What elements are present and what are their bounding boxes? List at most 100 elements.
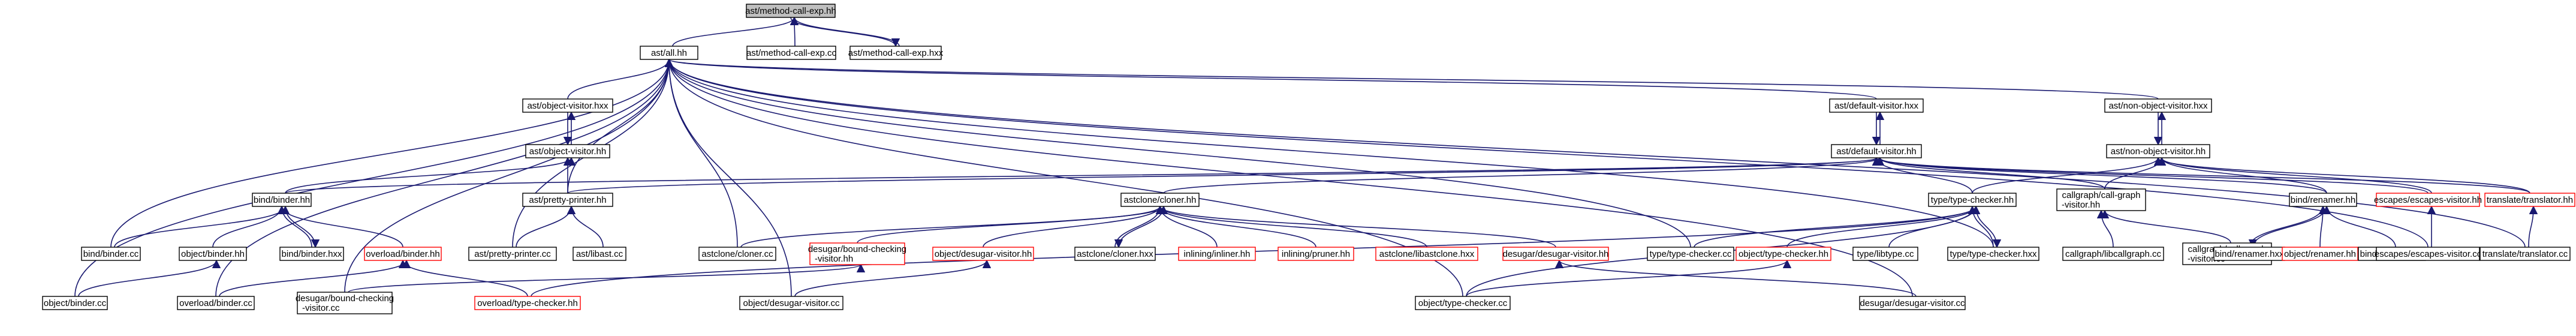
node-label: ast/default-visitor.hxx bbox=[1834, 101, 1919, 111]
dependency-edge bbox=[665, 58, 1877, 100]
file-node-clone-hxx[interactable]: astclone/cloner.hxx bbox=[1074, 247, 1156, 261]
node-label: callgraph/libcallgraph.cc bbox=[2065, 249, 2162, 259]
file-node-cg-hh[interactable]: callgraph/call-graph-visitor.hh bbox=[2056, 188, 2146, 211]
file-node-desugar-hh[interactable]: desugar/desugar-visitor.hh bbox=[1502, 247, 1609, 261]
file-node-obj-binder-cc[interactable]: object/binder.cc bbox=[42, 296, 108, 310]
file-node-esc-hh[interactable]: escapes/escapes-visitor.hh bbox=[2374, 193, 2482, 207]
file-node-desugar-bcv-hh[interactable]: desugar/bound-checking-visitor.hh bbox=[808, 242, 906, 265]
file-node-esc-cc[interactable]: escapes/escapes-visitor.cc bbox=[2375, 247, 2482, 261]
file-node-ovl-tc-hh[interactable]: overload/type-checker.hh bbox=[474, 296, 581, 310]
file-node-ovl-binder-cc[interactable]: overload/binder.cc bbox=[177, 296, 255, 310]
node-box bbox=[177, 296, 255, 310]
node-box bbox=[2056, 188, 2146, 211]
node-label: inlining/pruner.hh bbox=[1282, 249, 1350, 259]
file-node-bind-renamer-hh[interactable]: bind/renamer.hh bbox=[2289, 193, 2357, 207]
node-label: bind/binder.hh bbox=[254, 195, 310, 205]
dependency-edge bbox=[74, 58, 674, 297]
dependency-edge bbox=[1975, 206, 2002, 248]
file-node-type-cc[interactable]: type/type-checker.cc bbox=[1647, 247, 1734, 261]
file-node-ov-hxx[interactable]: ast/object-visitor.hxx bbox=[522, 98, 613, 113]
file-nodes: ast/method-call-exp.hh ast/all.hh ast/meth… bbox=[42, 4, 2575, 314]
file-node-ov-hh[interactable]: ast/object-visitor.hh bbox=[525, 144, 610, 158]
file-node-bind-binder-hh[interactable]: bind/binder.hh bbox=[252, 193, 312, 207]
file-node-nov-hh[interactable]: ast/non-object-visitor.hh bbox=[2106, 144, 2210, 158]
dependency-edge bbox=[212, 205, 287, 248]
file-node-bind-binder-hxx[interactable]: bind/binder.hxx bbox=[279, 247, 344, 261]
dependency-edge bbox=[398, 259, 528, 297]
node-box bbox=[746, 4, 836, 18]
file-node-nov-hxx[interactable]: ast/non-object-visitor.hxx bbox=[2104, 98, 2212, 113]
node-label: desugar/desugar-visitor.hh bbox=[1503, 249, 1609, 259]
node-box bbox=[1278, 247, 1354, 261]
file-node-ovl-binder-hh[interactable]: overload/binder.hh bbox=[364, 247, 442, 261]
node-label: object/renamer.hh bbox=[2284, 249, 2356, 259]
file-node-pruner-hh[interactable]: inlining/pruner.hh bbox=[1278, 247, 1354, 261]
file-node-root[interactable]: ast/method-call-exp.hh bbox=[745, 4, 836, 18]
file-node-bind-binder-cc[interactable]: bind/binder.cc bbox=[81, 247, 141, 261]
node-box bbox=[2289, 193, 2357, 207]
file-node-obj-desugar-cc[interactable]: object/desugar-visitor.cc bbox=[739, 296, 843, 310]
node-box bbox=[1736, 247, 1831, 261]
file-node-libclone-hxx[interactable]: astclone/libastclone.hxx bbox=[1375, 247, 1478, 261]
node-box bbox=[2062, 247, 2164, 261]
file-node-mce-cc[interactable]: ast/method-call-exp.cc bbox=[746, 46, 837, 60]
node-label: ast/libast.cc bbox=[576, 249, 623, 259]
node-box bbox=[1859, 296, 1966, 310]
node-label: -visitor.cc bbox=[302, 303, 340, 313]
dependency-edge bbox=[664, 58, 792, 297]
file-node-dv-hh[interactable]: ast/default-visitor.hh bbox=[1831, 144, 1922, 158]
file-node-ast-libast-cc[interactable]: ast/libast.cc bbox=[573, 247, 626, 261]
file-node-clone-cc[interactable]: astclone/cloner.cc bbox=[698, 247, 776, 261]
dependency-edge bbox=[1872, 157, 2429, 194]
node-label: astclone/cloner.hxx bbox=[1077, 249, 1153, 259]
file-node-obj-tc-hh[interactable]: object/type-checker.hh bbox=[1736, 247, 1831, 261]
node-label: overload/binder.cc bbox=[179, 298, 252, 308]
file-node-obj-binder-hh[interactable]: object/binder.hh bbox=[179, 247, 247, 261]
file-node-obj-renamer-hh[interactable]: object/renamer.hh bbox=[2282, 247, 2358, 261]
dependency-edge bbox=[344, 58, 674, 293]
dependency-edge bbox=[215, 58, 674, 297]
node-box bbox=[640, 46, 698, 60]
file-node-all[interactable]: ast/all.hh bbox=[640, 46, 698, 60]
dependency-edge bbox=[2249, 205, 2328, 248]
dependency-edge bbox=[2157, 157, 2327, 194]
node-box bbox=[252, 193, 312, 207]
dependency-edge bbox=[219, 259, 411, 297]
file-node-pp-hh[interactable]: ast/pretty-printer.hh bbox=[522, 193, 613, 207]
node-label: type/type-checker.hxx bbox=[1950, 249, 2037, 259]
node-box bbox=[2106, 144, 2210, 158]
file-node-libtype-cc[interactable]: type/libtype.cc bbox=[1852, 247, 1918, 261]
node-box bbox=[698, 247, 776, 261]
node-label: astclone/cloner.hh bbox=[1124, 195, 1197, 205]
node-box bbox=[522, 98, 613, 113]
file-node-desugar-cc[interactable]: desugar/desugar-visitor.cc bbox=[1859, 296, 1966, 310]
file-node-mce-hxx[interactable]: ast/method-call-exp.hxx bbox=[848, 46, 944, 60]
file-node-clone-hh[interactable]: astclone/cloner.hh bbox=[1120, 193, 1200, 207]
node-label: escapes/escapes-visitor.cc bbox=[2375, 249, 2482, 259]
file-node-libcg-cc[interactable]: callgraph/libcallgraph.cc bbox=[2062, 247, 2164, 261]
dependency-edge bbox=[1872, 157, 2530, 194]
dependency-edge bbox=[2528, 205, 2538, 248]
file-node-type-hxx[interactable]: type/type-checker.hxx bbox=[1947, 247, 2039, 261]
file-node-ast-pp-cc[interactable]: ast/pretty-printer.cc bbox=[468, 247, 557, 261]
file-node-dv-hxx[interactable]: ast/default-visitor.hxx bbox=[1829, 98, 1924, 113]
dependency-edge bbox=[285, 157, 1884, 194]
dependency-edge bbox=[567, 58, 674, 100]
file-node-tr-cc[interactable]: translate/translator.cc bbox=[2479, 247, 2571, 261]
node-label: ast/all.hh bbox=[651, 48, 687, 58]
file-node-obj-tc-cc[interactable]: object/type-checker.cc bbox=[1415, 296, 1511, 310]
node-box bbox=[468, 247, 557, 261]
file-node-type-hh[interactable]: type/type-checker.hh bbox=[1928, 193, 2017, 207]
node-box bbox=[809, 242, 905, 265]
dependency-edge bbox=[285, 206, 320, 248]
file-node-desugar-bcv-cc[interactable]: desugar/bound-checking-visitor.cc bbox=[296, 292, 394, 314]
node-label: type/type-checker.cc bbox=[1650, 249, 1732, 259]
file-node-inliner-hh[interactable]: inlining/inliner.hh bbox=[1178, 247, 1256, 261]
node-label: ast/pretty-printer.hh bbox=[529, 195, 606, 205]
file-node-bind-renamer-hxx[interactable]: bind/renamer.hxx bbox=[2213, 247, 2285, 261]
node-box bbox=[2282, 247, 2358, 261]
file-node-tr-hh[interactable]: translate/translator.hh bbox=[2484, 193, 2575, 207]
node-label: overload/binder.hh bbox=[366, 249, 439, 259]
node-label: ast/non-object-visitor.hh bbox=[2111, 146, 2206, 157]
file-node-obj-desugar-hh[interactable]: object/desugar-visitor.hh bbox=[932, 247, 1034, 261]
